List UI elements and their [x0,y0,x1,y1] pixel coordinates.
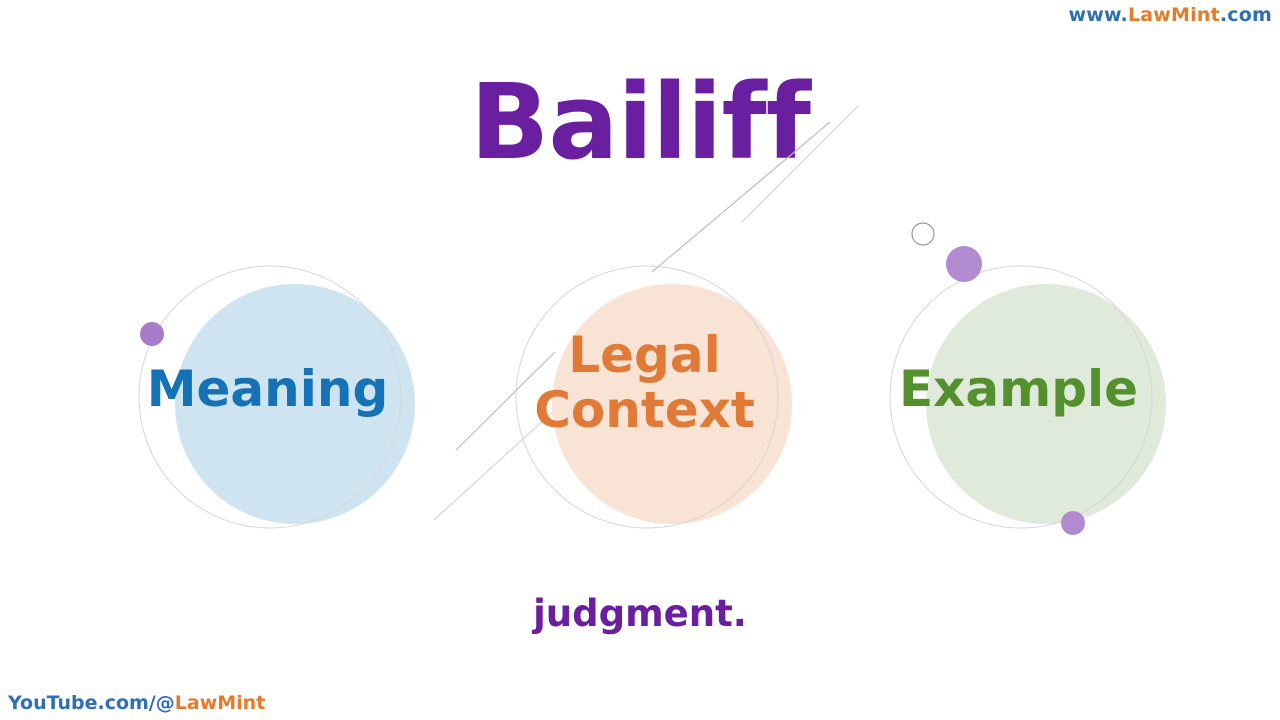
meaning-bubble-fill [175,284,415,524]
accent-line [741,105,859,223]
meaning-bubble-ring [138,265,402,529]
website-url-brand: LawMint [1127,4,1220,26]
website-url-prefix: www. [1068,4,1128,26]
legal-context-label-line2: Context [534,381,755,439]
example-label-line1: Example [898,360,1139,418]
example-label: Example [886,362,1151,417]
accent-line [651,121,831,273]
example-accent-dot-bottom [1061,511,1085,535]
youtube-url-prefix: YouTube.com/@ [8,692,175,714]
slide-title: Bailiff [470,61,811,183]
legal-context-bubble-fill [552,284,792,524]
youtube-url: YouTube.com/@LawMint [8,692,265,714]
legal-context-label-line1: Legal [568,326,721,384]
accent-line [455,351,556,451]
website-url-suffix: .com [1219,4,1272,26]
meaning-label-line1: Meaning [146,360,389,418]
example-accent-dot-top [946,246,982,282]
example-accent-ring [911,222,935,246]
legal-context-bubble-ring [515,265,779,529]
youtube-url-brand: LawMint [174,692,266,714]
legal-context-label: Legal Context [512,328,777,438]
example-bubble-ring [889,265,1153,529]
subtitle-caption: judgment. [533,592,747,635]
website-url: www.LawMint.com [1068,4,1272,26]
meaning-accent-dot [140,322,164,346]
example-bubble-fill [926,284,1166,524]
meaning-label: Meaning [135,362,400,417]
